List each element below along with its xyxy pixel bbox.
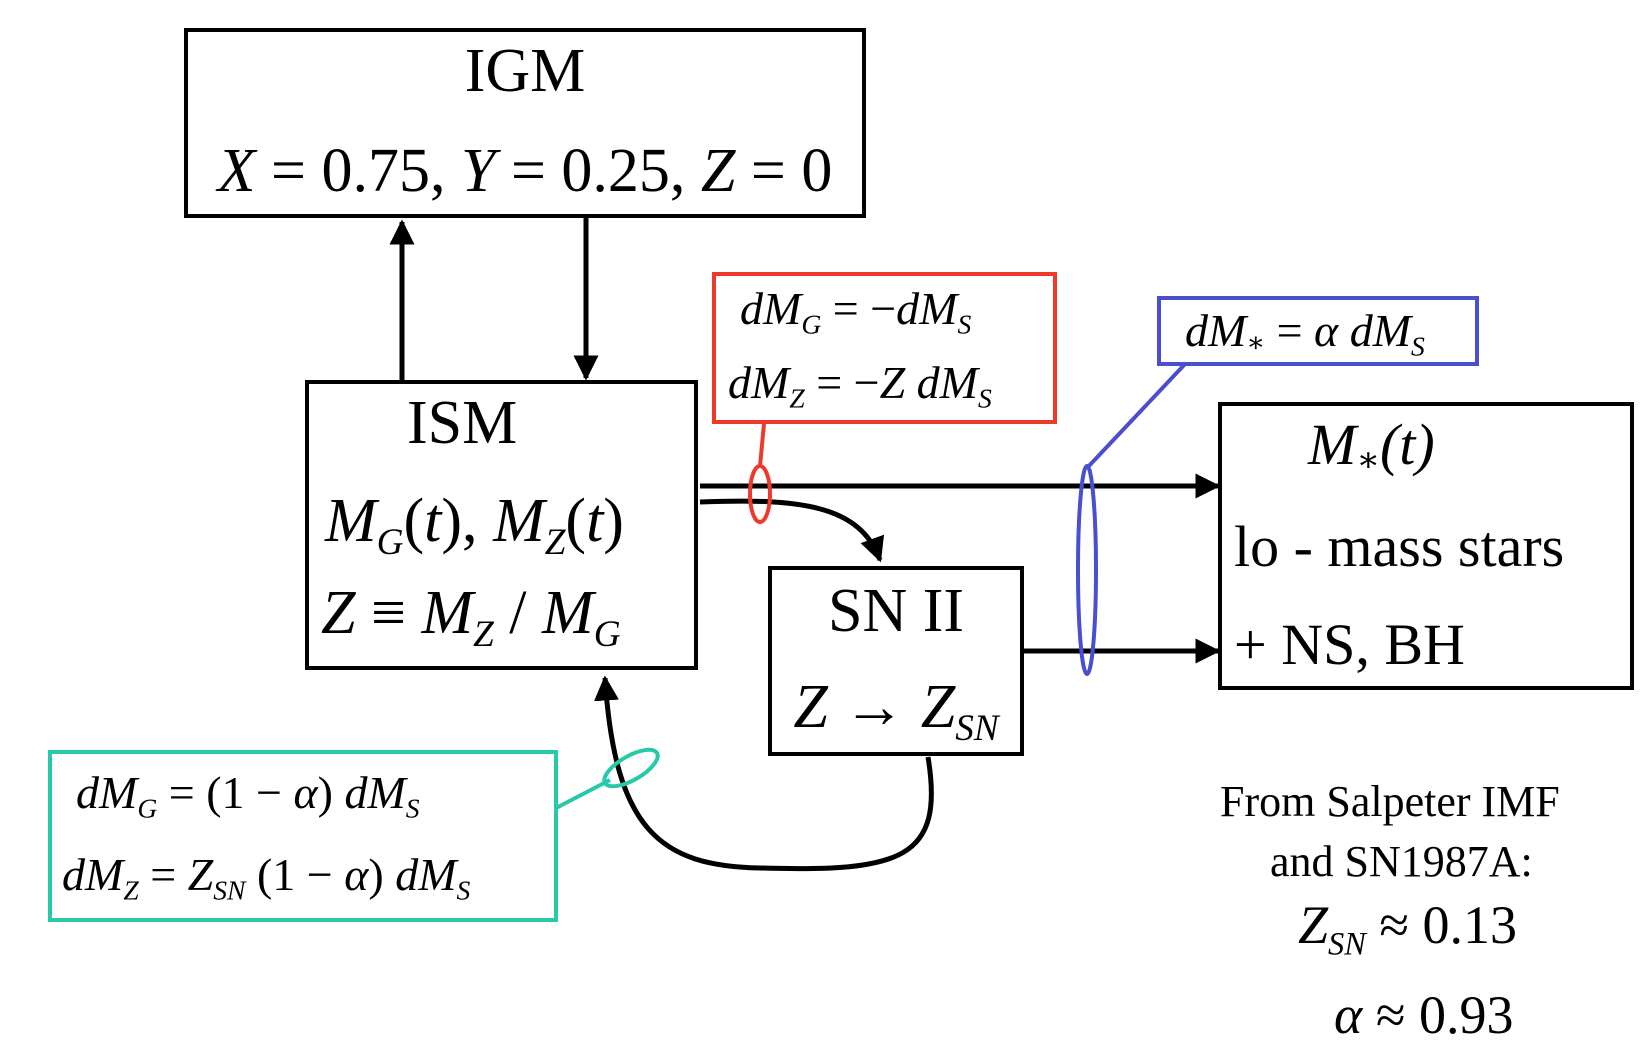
ism-box: ISM MG(t), MZ(t) Z ≡ MZ / MG xyxy=(305,380,698,670)
stars-low-mass: lo - mass stars xyxy=(1234,514,1565,579)
blue-callout-ellipse xyxy=(1076,464,1098,676)
arrow-sn-to-ism xyxy=(594,675,934,872)
blue-callout-line xyxy=(1085,361,1188,470)
arrow-ism-to-sn xyxy=(699,498,885,563)
stars-title: M∗(t) xyxy=(1308,412,1435,479)
note-salpeter: From Salpeter IMF xyxy=(1220,777,1560,826)
sn-ii-title: SN II xyxy=(827,577,965,645)
stars-box: M∗(t) lo - mass stars + NS, BH xyxy=(1218,402,1634,690)
stars-remnants: + NS, BH xyxy=(1234,612,1465,677)
ism-title: ISM xyxy=(407,389,518,457)
teal-callout-line xyxy=(555,778,611,810)
igm-title: IGM xyxy=(464,37,586,105)
blue-annotation-box: dM∗ = α dMS xyxy=(1157,296,1479,366)
note-sn1987a: and SN1987A: xyxy=(1270,837,1533,886)
ism-gas-metal-mass: MG(t), MZ(t) xyxy=(325,487,624,564)
igm-composition: X = 0.75, Y = 0.25, Z = 0 xyxy=(217,137,833,205)
teal-metal-equation: dMZ = ZSN (1 − α) dMS xyxy=(62,849,471,906)
sn-ii-box: SN II Z → ZSN xyxy=(768,566,1024,756)
red-metal-equation: dMZ = −Z dMS xyxy=(728,357,992,414)
note-alpha-value: α ≈ 0.93 xyxy=(1334,985,1514,1045)
teal-gas-equation: dMG = (1 − α) dMS xyxy=(76,767,420,824)
blue-star-equation: dM∗ = α dMS xyxy=(1185,305,1425,362)
red-callout-line xyxy=(758,423,766,467)
red-annotation-box: dMG = −dMS dMZ = −Z dMS xyxy=(712,272,1057,424)
igm-box: IGM X = 0.75, Y = 0.25, Z = 0 xyxy=(184,28,866,218)
teal-callout-ellipse xyxy=(602,747,660,789)
teal-annotation-box: dMG = (1 − α) dMS dMZ = ZSN (1 − α) dMS xyxy=(48,750,558,922)
red-gas-equation: dMG = −dMS xyxy=(740,283,972,340)
ism-metallicity-definition: Z ≡ MZ / MG xyxy=(321,579,621,656)
red-callout-ellipse xyxy=(748,464,772,524)
sn-ii-metallicity: Z → ZSN xyxy=(793,673,999,750)
note-zsn-value: ZSN ≈ 0.13 xyxy=(1298,895,1517,963)
